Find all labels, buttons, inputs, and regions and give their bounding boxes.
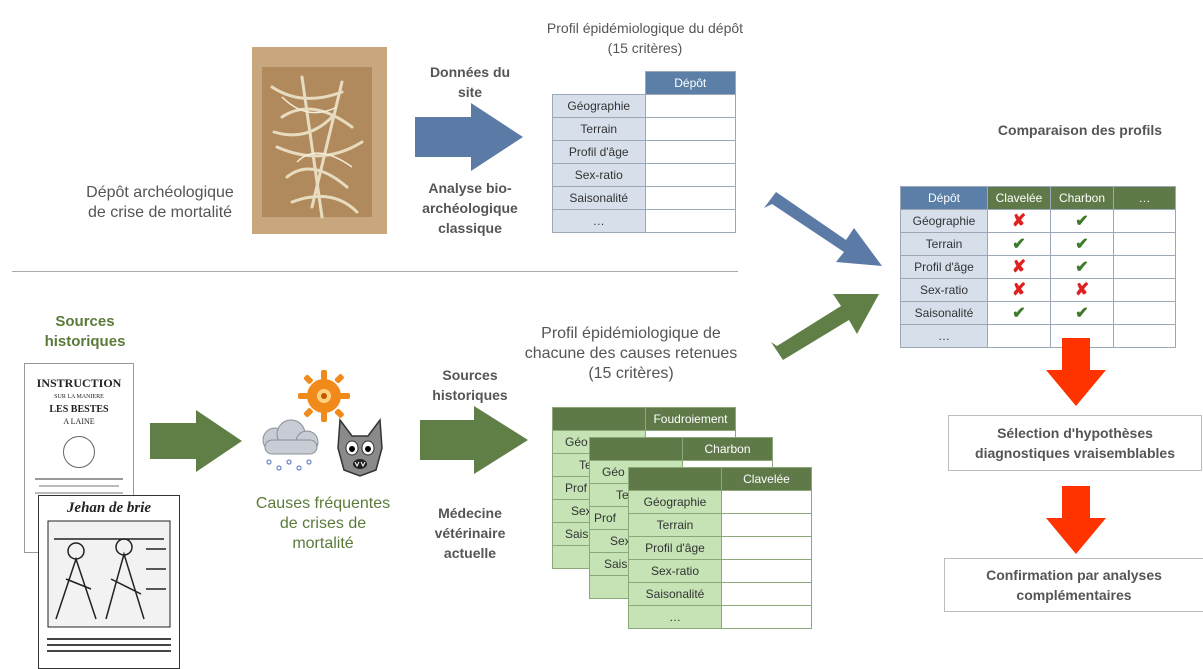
causes-profile-title: Profil épidémiologique de chacune des ca… (524, 325, 738, 382)
row-label: Profil d'âge (900, 255, 988, 279)
row-label: … (628, 605, 722, 629)
header-depot: Dépôt (900, 186, 988, 210)
header-clavelee: Clavelée (987, 186, 1051, 210)
right-arrow-green-icon (150, 410, 242, 472)
check-icon: ✔ (1050, 232, 1114, 256)
row-label: Profil d'âge (552, 140, 646, 164)
card-title: Foudroiement (645, 407, 736, 431)
deposit-profile-table: Dépôt Géographie Terrain Profil d'âge Se… (552, 71, 736, 233)
deposit-caption: Dépôt archéologique de crise de mortalit… (86, 184, 234, 221)
check-icon: ✔ (987, 232, 1051, 256)
arrow-label-historical-sources: Sources historiques (432, 367, 508, 403)
virus-icon (298, 370, 350, 422)
card-clavelee: Clavelée Géographie Terrain Profil d'âge… (628, 467, 812, 629)
cross-icon: ✘ (987, 255, 1051, 279)
check-icon: ✔ (1050, 301, 1114, 325)
cross-icon: ✘ (987, 278, 1051, 302)
diagonal-arrow-blue-icon (764, 192, 882, 266)
header-charbon: Charbon (1050, 186, 1114, 210)
row-label: Terrain (628, 513, 722, 537)
row-label: Saisonalité (628, 582, 722, 606)
check-icon: ✔ (987, 301, 1051, 325)
check-icon: ✔ (1050, 209, 1114, 233)
arrow-label-vet-medicine: Médecine vétérinaire actuelle (434, 505, 506, 561)
causes-caption: Causes fréquentes de crises de mortalité (255, 495, 391, 552)
down-arrow-red-icon (1046, 486, 1106, 554)
table-header: Dépôt (644, 71, 736, 95)
wolf-icon (337, 418, 383, 477)
card-title: Charbon (682, 437, 773, 461)
cross-icon: ✘ (987, 209, 1051, 233)
row-label: Sex-ratio (900, 278, 988, 302)
row-label: … (900, 324, 988, 348)
historical-sources-label: Sources historiques (44, 313, 126, 350)
right-arrow-blue-icon (415, 103, 523, 171)
excavation-photo (252, 47, 387, 234)
row-label: Sex-ratio (552, 163, 646, 187)
check-icon: ✔ (1050, 255, 1114, 279)
diagonal-arrow-green-icon (771, 294, 879, 360)
row-label: Terrain (552, 117, 646, 141)
comparison-title: Comparaison des profils (997, 122, 1163, 138)
card-title: Clavelée (721, 467, 812, 491)
comparison-table: Dépôt Clavelée Charbon … Géographie✘✔ Te… (900, 186, 1176, 348)
row-label: Saisonalité (900, 301, 988, 325)
storm-cloud-icon (262, 419, 319, 471)
row-label: Terrain (900, 232, 988, 256)
row-label: Géographie (628, 490, 722, 514)
book-jehan-de-brie: Jehan de brie (38, 495, 180, 669)
section-divider (12, 271, 738, 272)
arrow-label-bioarch: Analyse bio-archéologique classique (422, 180, 518, 236)
cross-icon: ✘ (1050, 278, 1114, 302)
deposit-profile-title: Profil épidémiologique du dépôt (15 crit… (546, 20, 744, 56)
woodcut-illustration (47, 520, 171, 628)
selection-box: Sélection d'hypothèses diagnostiques vra… (948, 415, 1202, 471)
row-label: … (552, 209, 646, 233)
confirmation-box: Confirmation par analyses complémentaire… (944, 558, 1203, 612)
right-arrow-green-icon (420, 406, 528, 474)
row-label: Profil d'âge (628, 536, 722, 560)
down-arrow-red-icon (1046, 338, 1106, 406)
row-label: Sex-ratio (628, 559, 722, 583)
arrow-label-site-data: Données du site (429, 64, 511, 100)
row-label: Géographie (900, 209, 988, 233)
header-more: … (1113, 186, 1176, 210)
row-label: Saisonalité (552, 186, 646, 210)
row-label: Géographie (552, 94, 646, 118)
